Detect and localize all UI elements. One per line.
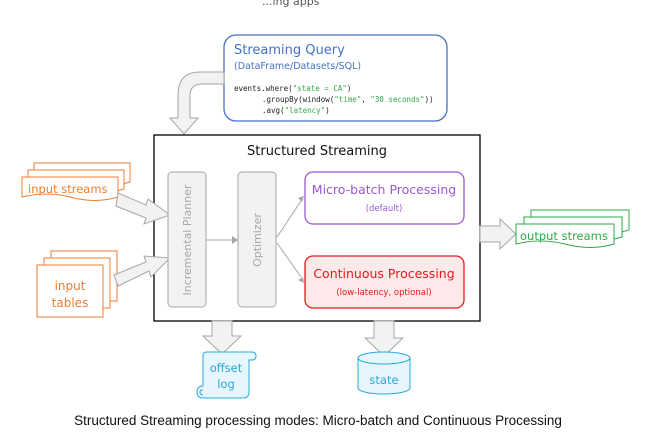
micro-batch-subtitle: (default) [366,204,403,214]
state-cylinder: state [357,351,411,395]
input-tables-label-line2: tables [52,296,89,310]
continuous-processing-box: Continuous Processing (low-latency, opti… [304,255,465,309]
cropped-top-text: ...ing apps [262,0,320,8]
incremental-planner-label: Incremental Planner [181,184,194,296]
input-tables-label-line1: input [55,279,86,293]
query-code-line-3: .avg("latency") [262,106,330,115]
engine-to-output-arrow [479,217,517,251]
streaming-query-box: Streaming Query (DataFrame/Datasets/SQL)… [223,34,448,122]
input-tables-arrow [113,255,172,287]
input-streams-arrow [115,192,172,225]
offset-log-label-line1: offset [210,361,243,375]
micro-batch-processing-box: Micro-batch Processing (default) [304,171,465,225]
offset-log-shape: offset log [196,351,257,399]
query-to-engine-arrow [168,71,225,135]
state-label: state [369,373,398,387]
optimizer-box: Optimizer [237,171,277,308]
planner-to-optimizer-arrow [206,236,238,244]
engine-title: Structured Streaming [247,144,387,159]
input-tables-shape: input tables [36,250,118,318]
incremental-planner-box: Incremental Planner [167,171,207,308]
engine-to-state-arrow [363,320,405,357]
output-streams-shape: output streams [515,209,630,248]
query-code-line-2: .groupBy(window("time", "30 seconds")) [262,95,434,104]
query-code-line-1: events.where("state = CA") [234,84,351,93]
input-streams-label: input streams [28,182,108,196]
continuous-title: Continuous Processing [313,266,454,281]
engine-to-offset-log-arrow [201,320,243,355]
optimizer-label: Optimizer [251,213,264,267]
figure-caption: Structured Streaming processing modes: M… [74,413,562,428]
output-streams-label: output streams [520,229,608,243]
optimizer-to-micro-batch-arrow [276,196,304,238]
continuous-subtitle: (low-latency, optional) [336,288,431,298]
offset-log-label-line2: log [217,377,235,391]
input-streams-shape: input streams [21,162,131,201]
streaming-query-title: Streaming Query [234,43,345,58]
micro-batch-title: Micro-batch Processing [312,182,456,197]
streaming-query-subtitle: (DataFrame/Datasets/SQL) [234,61,361,72]
optimizer-to-continuous-arrow [276,242,304,283]
